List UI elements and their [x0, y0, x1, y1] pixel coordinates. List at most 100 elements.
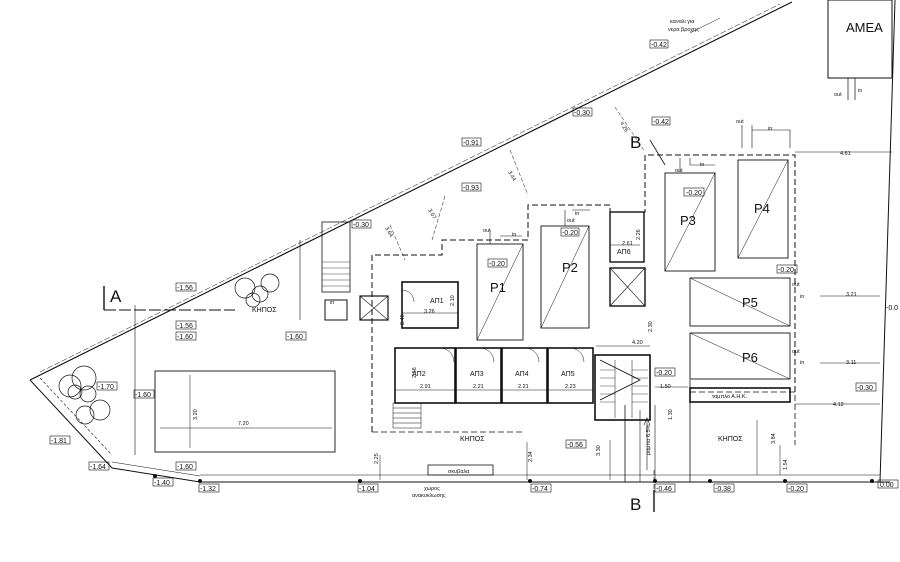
parking-p3: P3: [664, 172, 716, 272]
svg-text:ΑΠ4: ΑΠ4: [515, 371, 529, 378]
level-tag: -1.40: [152, 477, 174, 487]
level-tag: -1.64: [88, 461, 110, 471]
ahk-panel: ταμπλο Α.Η.Κ.: [689, 387, 791, 403]
storage-rooms: ΑΠ1 ΑΠ2 ΑΠ3 ΑΠ4 ΑΠ5 ΑΠ6: [394, 211, 645, 404]
svg-text:-0.30: -0.30: [574, 110, 590, 117]
level-tag: -0.93: [461, 182, 482, 192]
svg-text:-1.32: -1.32: [200, 486, 216, 493]
svg-text:-0.91: -0.91: [463, 140, 479, 147]
svg-text:1.30: 1.30: [668, 409, 674, 420]
level-tag: -0.20: [786, 483, 808, 493]
store-ap4: ΑΠ4: [501, 347, 548, 404]
section-b-top-label: B: [630, 133, 641, 152]
section-markers: A B B: [103, 133, 666, 514]
svg-text:-0.20: -0.20: [788, 486, 804, 493]
ramp-area: ραμπα 6.5%: [624, 380, 691, 482]
svg-text:3.07: 3.07: [426, 208, 437, 220]
svg-text:-0.20: -0.20: [562, 230, 578, 237]
level-tag: -1.04: [357, 483, 379, 493]
svg-text:3.26: 3.26: [424, 309, 435, 315]
parking-p1-label: P1: [490, 280, 506, 295]
stair-core: [594, 354, 651, 421]
svg-text:in: in: [330, 300, 334, 306]
pipes: out in out in out in out in out in out i…: [330, 119, 804, 366]
svg-text:-0.38: -0.38: [715, 486, 731, 493]
svg-text:3.11: 3.11: [846, 360, 856, 366]
level-tag: -1.70: [96, 381, 118, 391]
level-tag: -0.42: [651, 116, 671, 126]
svg-text:4.20: 4.20: [632, 340, 643, 346]
level-tag: 0.00: [877, 479, 899, 489]
parking-spaces: P1 P2 P3 P4 P5 P6: [476, 159, 791, 380]
svg-text:-0.20: -0.20: [489, 261, 505, 268]
site-boundary: [29, 0, 896, 483]
svg-text:-0.42: -0.42: [653, 119, 669, 126]
ahk-label: ταμπλο Α.Η.Κ.: [712, 394, 748, 400]
svg-text:-0.20: -0.20: [778, 267, 794, 274]
bins-area: σκυβαλα χωρος ανακυκλωσης: [412, 464, 494, 499]
svg-text:out: out: [483, 228, 491, 234]
edge-level: -0.0: [886, 305, 898, 312]
svg-text:-0.20: -0.20: [656, 370, 672, 377]
level-tag: -1.60: [285, 331, 307, 341]
svg-text:2.56: 2.56: [412, 367, 418, 378]
level-tag: -0.20: [776, 264, 798, 274]
svg-text:-1.04: -1.04: [359, 486, 375, 493]
parking-p4-label: P4: [754, 201, 770, 216]
amea-in-label: in: [858, 88, 862, 94]
svg-text:2.26: 2.26: [636, 229, 642, 240]
ramp-label: ραμπα 6.5%: [646, 424, 652, 455]
level-tag: -0.20: [654, 367, 676, 377]
east-garden-label: ΚΗΠΟΣ: [718, 436, 743, 443]
parking-p5-label: P5: [742, 295, 758, 310]
svg-text:-1.56: -1.56: [177, 285, 193, 292]
svg-text:in: in: [768, 126, 772, 132]
parking-p6: P6: [689, 332, 791, 380]
svg-text:3.44: 3.44: [506, 170, 517, 182]
section-a-label: A: [110, 287, 122, 306]
drain-label-2: νερα βροχης: [668, 27, 699, 33]
west-garden: 7.20 3.20 ΚΗΠΟΣ: [58, 240, 336, 455]
section-b-bottom-label: B: [630, 495, 641, 514]
level-tag: -1.81: [49, 435, 71, 445]
level-tag: -0.91: [461, 137, 482, 147]
south-stair: [392, 402, 422, 429]
level-tag: -1.60: [133, 389, 155, 399]
level-tag: -1.56: [175, 282, 197, 292]
store-ap5: ΑΠ5: [547, 347, 594, 404]
level-tag: -0.38: [713, 483, 735, 493]
svg-text:-1.60: -1.60: [287, 334, 303, 341]
svg-text:-0.30: -0.30: [857, 385, 873, 392]
parking-p4: P4: [737, 159, 789, 259]
svg-text:-1.40: -1.40: [154, 480, 170, 487]
parking-p5: P5: [689, 277, 791, 327]
svg-text:1.54: 1.54: [783, 459, 789, 470]
svg-text:2.91: 2.91: [420, 384, 431, 390]
dimension-lines: [379, 106, 892, 480]
svg-text:-1.60: -1.60: [177, 334, 193, 341]
svg-text:4.26: 4.26: [618, 121, 629, 133]
parking-p1: P1: [476, 243, 524, 341]
svg-text:2.30: 2.30: [648, 321, 654, 332]
svg-text:2.23: 2.23: [565, 384, 576, 390]
svg-text:out: out: [792, 349, 800, 355]
svg-text:2.34: 2.34: [528, 451, 534, 462]
svg-text:-0.42: -0.42: [651, 42, 667, 49]
svg-text:-1.64: -1.64: [90, 464, 106, 471]
drain-label-1: καναλι για: [670, 19, 695, 25]
level-tag: -0.74: [530, 483, 552, 493]
svg-text:2.10: 2.10: [450, 295, 456, 306]
svg-text:ανακυκλωσης: ανακυκλωσης: [412, 493, 446, 499]
svg-text:2.21: 2.21: [473, 384, 484, 390]
svg-text:ΑΠ6: ΑΠ6: [617, 249, 631, 256]
store-ap6: ΑΠ6: [609, 211, 645, 263]
svg-text:in: in: [512, 232, 516, 238]
amea-parking: ΑΜΕΑ out in: [827, 0, 893, 100]
svg-text:-0.56: -0.56: [567, 442, 583, 449]
svg-text:-0.46: -0.46: [656, 486, 672, 493]
svg-text:-0.93: -0.93: [463, 185, 479, 192]
svg-text:-1.60: -1.60: [135, 392, 151, 399]
svg-text:-0.20: -0.20: [686, 190, 702, 197]
level-tag: -0.20: [487, 258, 508, 268]
svg-text:3.30: 3.30: [596, 445, 602, 456]
